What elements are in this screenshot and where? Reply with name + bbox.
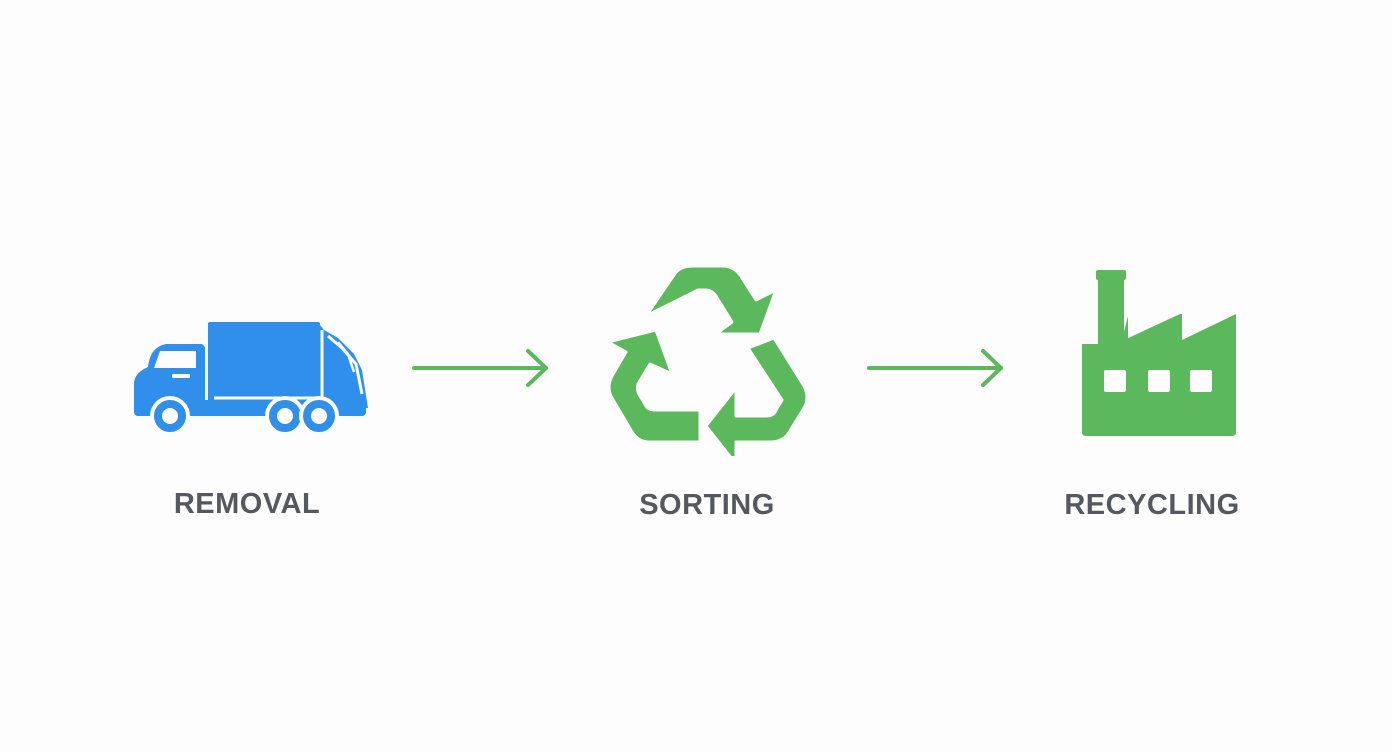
step-label-removal: REMOVAL: [173, 488, 321, 520]
garbage-truck-icon: [134, 322, 368, 436]
arrow-right-icon: [412, 349, 548, 387]
step-label-recycling: RECYCLING: [1064, 489, 1240, 521]
factory-icon: [1082, 270, 1236, 436]
arrow-right-icon: [867, 349, 1003, 387]
step-label-sorting: SORTING: [639, 489, 775, 521]
recycle-icon: [606, 264, 809, 456]
